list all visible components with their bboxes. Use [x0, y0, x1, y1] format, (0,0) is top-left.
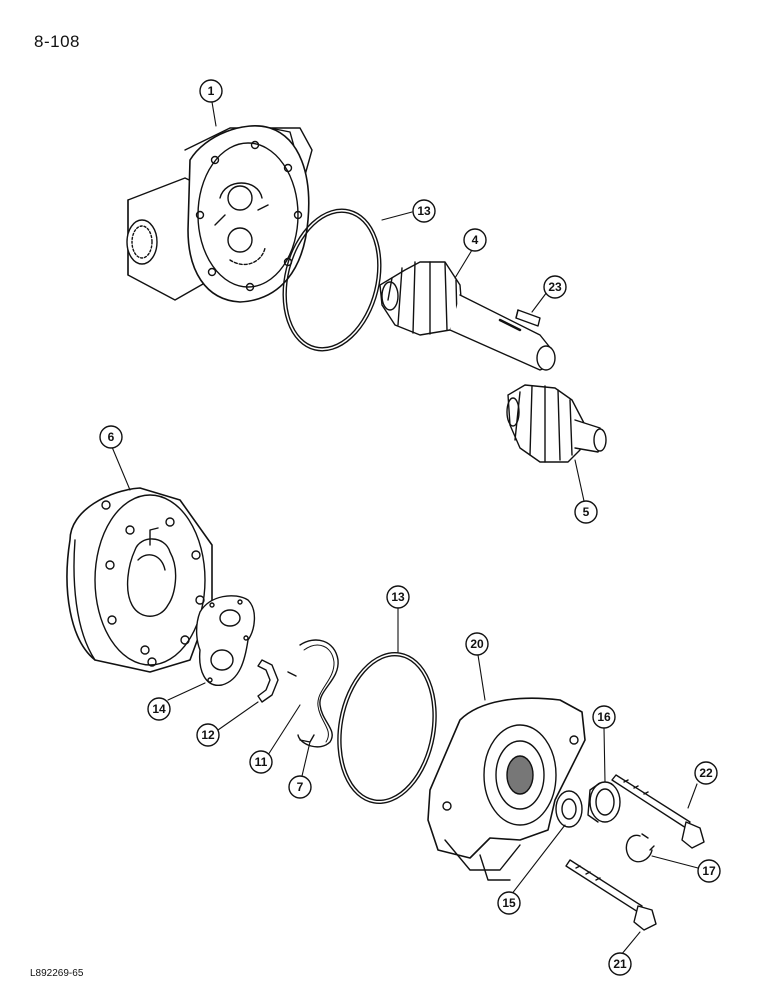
retaining-ring-part-17	[625, 833, 655, 863]
seal-retainer-part-7	[299, 644, 335, 743]
pump-body-part-1	[126, 125, 313, 303]
callout-16: 16	[592, 705, 616, 729]
gear-housing-part-6	[66, 487, 213, 673]
svg-text:13: 13	[391, 590, 405, 604]
svg-text:23: 23	[548, 280, 562, 294]
svg-text:4: 4	[472, 233, 479, 247]
svg-text:13: 13	[417, 204, 431, 218]
callout-23: 23	[543, 275, 567, 299]
svg-text:6: 6	[108, 430, 115, 444]
drive-gear-part-4	[379, 261, 556, 371]
callout-5: 5	[574, 500, 598, 524]
callout-6: 6	[99, 425, 123, 449]
bolt-part-21	[565, 859, 657, 931]
callout-17: 17	[697, 859, 721, 883]
svg-text:22: 22	[699, 766, 713, 780]
callout-12: 12	[196, 723, 220, 747]
front-cover-part-20	[427, 697, 586, 881]
backup-gasket-part-12	[257, 659, 279, 703]
callout-22: 22	[694, 761, 718, 785]
seal-part-11	[287, 639, 339, 748]
callout-15: 15	[497, 891, 521, 915]
image-reference-code: L892269-65	[30, 968, 84, 979]
callout-21: 21	[608, 952, 632, 976]
svg-text:15: 15	[502, 896, 516, 910]
svg-text:16: 16	[597, 710, 611, 724]
leader-lines	[111, 101, 699, 956]
washer-part-15	[555, 790, 583, 828]
svg-text:12: 12	[201, 728, 215, 742]
shaft-seal-part-16	[587, 781, 621, 823]
o-ring-part-13-upper	[282, 208, 382, 352]
callout-13-upper: 13	[412, 199, 436, 223]
callouts: 1 13 4 23 6 5	[99, 79, 721, 976]
shaft-key-part-23	[515, 309, 541, 327]
callout-1: 1	[199, 79, 223, 103]
page-number: 8-108	[34, 32, 80, 51]
callout-4: 4	[463, 228, 487, 252]
svg-text:17: 17	[702, 864, 716, 878]
svg-text:20: 20	[470, 637, 484, 651]
svg-text:5: 5	[583, 505, 590, 519]
callout-11: 11	[249, 750, 273, 774]
callout-7: 7	[288, 775, 312, 799]
callout-13-lower: 13	[386, 585, 410, 609]
svg-text:7: 7	[297, 780, 304, 794]
svg-text:1: 1	[208, 84, 215, 98]
svg-text:11: 11	[255, 755, 268, 769]
svg-text:21: 21	[613, 957, 627, 971]
callout-14: 14	[147, 697, 171, 721]
svg-text:14: 14	[152, 702, 166, 716]
driven-gear-part-5	[506, 384, 607, 463]
bolt-part-22	[611, 774, 705, 849]
wear-plate-part-14	[195, 595, 256, 686]
callout-20: 20	[465, 632, 489, 656]
o-ring-part-13-lower	[337, 651, 437, 805]
